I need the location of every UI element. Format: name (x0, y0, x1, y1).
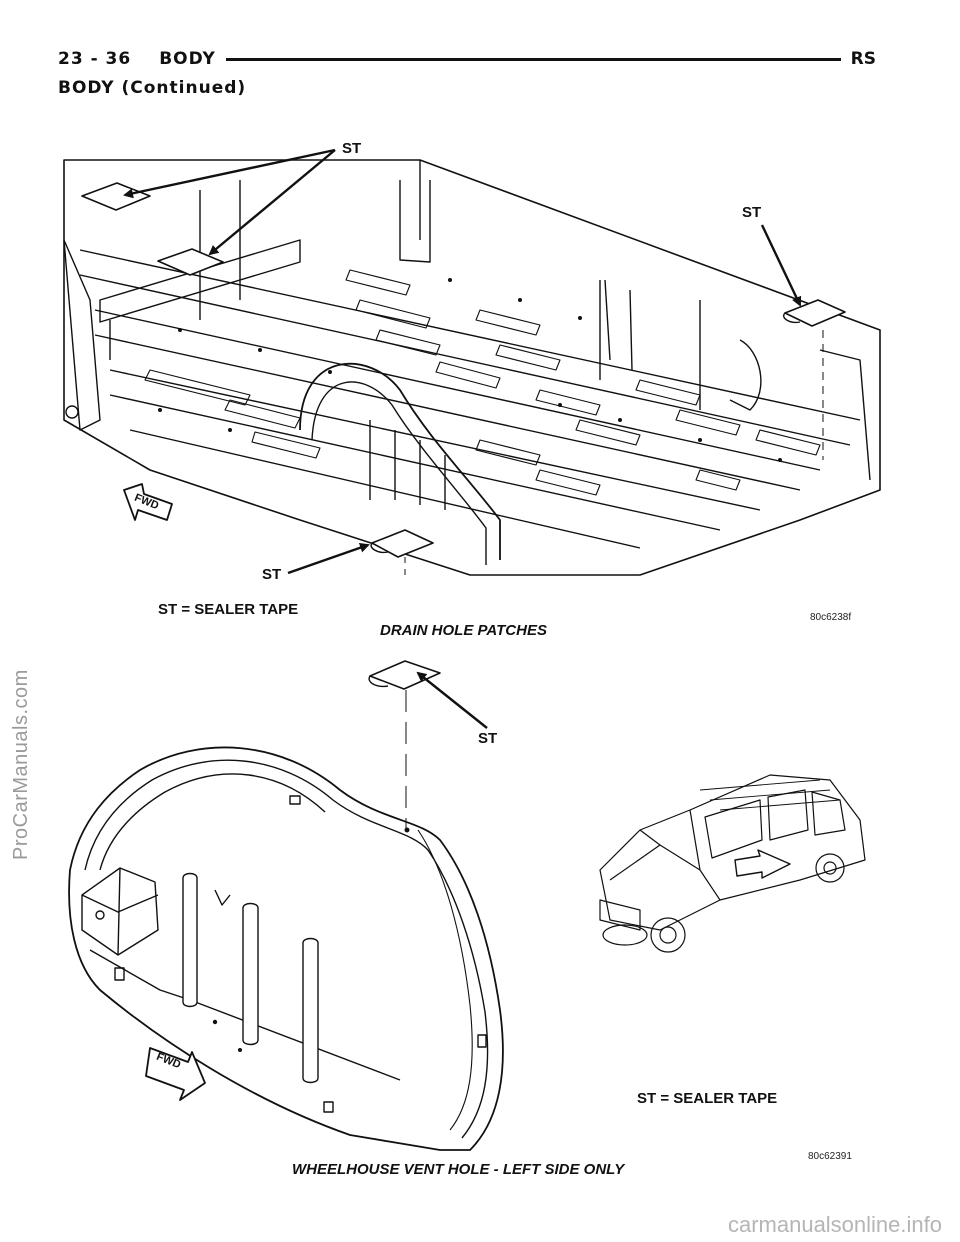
figure-code-1: 80c6238f (810, 612, 852, 623)
floor-pan-drawing (63, 148, 881, 576)
model-code: RS (850, 49, 876, 69)
section-name: BODY (159, 49, 216, 69)
page-number: 23 - 36 (58, 49, 132, 69)
watermark-procarmanuals: ProCarManuals.com (10, 669, 32, 860)
caption-wheelhouse-vent-hole: WHEELHOUSE VENT HOLE - LEFT SIDE ONLY (292, 1161, 625, 1178)
callout-st-bottom: ST (262, 566, 282, 583)
legend-sealer-tape-1: ST = SEALER TAPE (158, 601, 299, 618)
minivan-locator-drawing (599, 774, 866, 953)
wheelhouse-drawing (68, 660, 504, 1151)
figure-code-2: 80c62391 (808, 1151, 852, 1162)
callout-st-top: ST (342, 140, 362, 157)
caption-drain-hole-patches: DRAIN HOLE PATCHES (380, 622, 547, 639)
watermark-carmanualsonline: carmanualsonline.info (727, 1212, 942, 1237)
callout-st-right: ST (742, 204, 762, 221)
page-header: 23 - 36 BODY RS (58, 44, 876, 74)
callout-st-wheelhouse: ST (478, 730, 498, 747)
continued-title: BODY (Continued) (58, 78, 247, 98)
header-rule (225, 57, 841, 61)
legend-sealer-tape-2: ST = SEALER TAPE (637, 1090, 778, 1107)
